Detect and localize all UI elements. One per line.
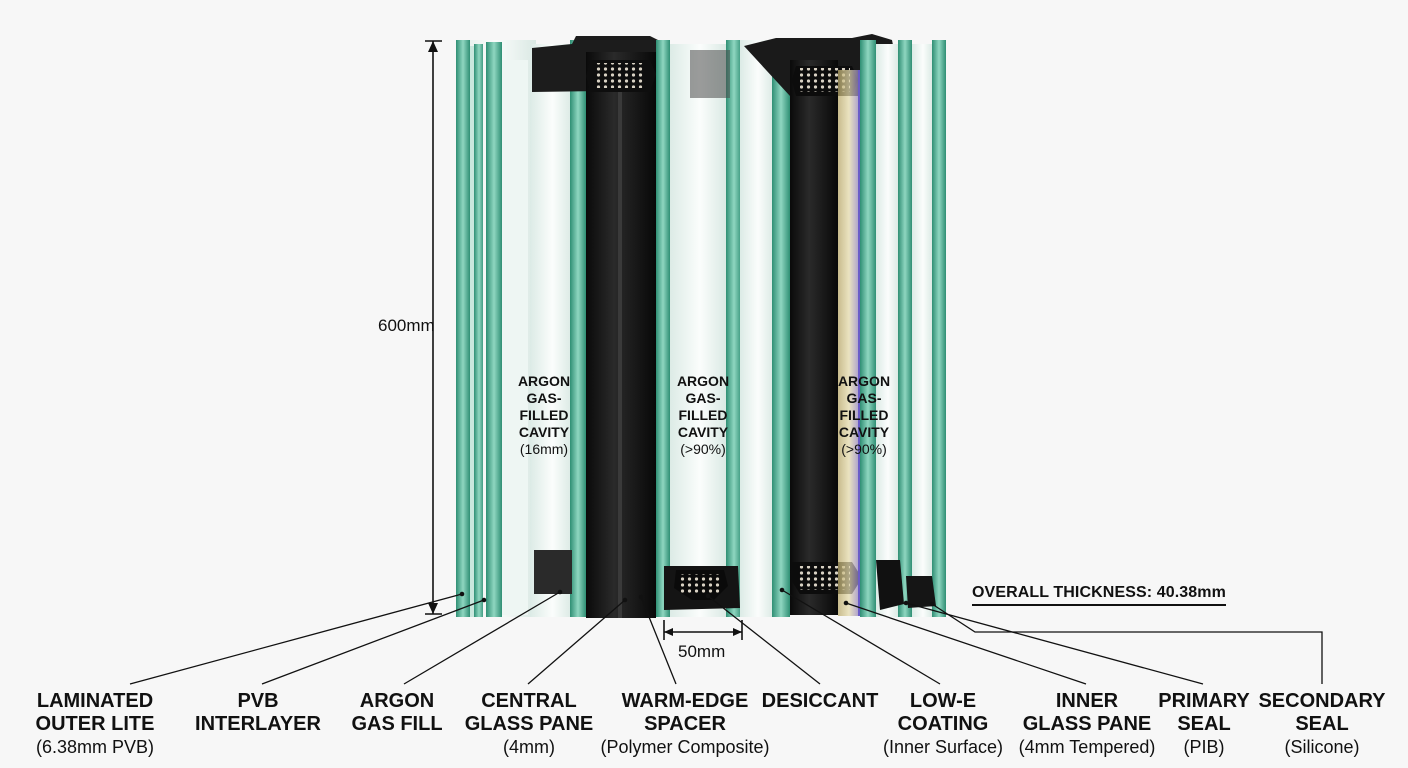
label-central-glass-pane: CENTRAL GLASS PANE (4mm) [464,690,594,759]
label-low-e-coating: LOW-E COATING (Inner Surface) [876,690,1010,759]
label-sub: (Inner Surface) [882,737,1004,757]
cavity-1-line-2: GAS- [526,390,562,406]
label-inner-glass-pane: INNER GLASS PANE (4mm Tempered) [1012,690,1162,759]
label-line-1: DESICCANT [761,690,879,712]
cavity-3-line-1: ARGON [837,373,891,389]
label-desiccant: DESICCANT [760,690,880,713]
leader-argon-gas-fill [403,591,561,685]
cavity-3-sub: (>90%) [841,441,887,457]
label-sub: (Polymer Composite) [600,737,770,757]
leader-desiccant [707,595,821,685]
label-line-2: GLASS PANE [464,713,594,735]
label-line-1: PRIMARY [1158,690,1250,712]
label-line-2: INTERLAYER [195,713,321,735]
label-line-1: LAMINATED [36,690,154,712]
leader-laminated-outer-lite [129,593,463,685]
desiccant-top [586,60,656,92]
cavity-label-1: ARGON GAS- FILLED CAVITY (16mm) [499,373,589,458]
label-line-1: SECONDARY [1258,690,1386,712]
spacer-bottom [664,566,740,610]
secondary-seal [906,576,936,608]
cavity-3-line-4: CAVITY [838,424,890,440]
cavity-2-line-3: FILLED [678,407,728,423]
label-secondary-seal: SECONDARY SEAL (Silicone) [1256,690,1388,759]
cavity-2-line-2: GAS- [685,390,721,406]
label-line-1: CENTRAL [481,690,577,712]
leader-secondary-seal [931,603,1323,684]
leader-primary-seal [905,602,1204,685]
height-dimension [425,40,442,615]
leader-lines [129,589,1323,685]
label-primary-seal: PRIMARY SEAL (PIB) [1156,690,1252,759]
overall-thickness-label: OVERALL THICKNESS: 40.38mm [972,584,1226,606]
label-line-2: GAS FILL [351,713,443,735]
label-line-2: SPACER [644,713,726,735]
cavity-2-sub: (>90%) [680,441,726,457]
label-line-1: WARM-EDGE [621,690,749,712]
inner-glass-pane [860,40,946,617]
label-line-2: SEAL [1295,713,1349,735]
label-line-1: PVB [237,690,279,712]
cavity-2-line-1: ARGON [676,373,730,389]
leader-dots [459,587,935,607]
label-sub: (Silicone) [1284,737,1360,757]
cavity-1-line-4: CAVITY [518,424,570,440]
leader-warm-edge-spacer [640,596,677,685]
label-line-2: COATING [897,713,989,735]
cavity-3-line-2: GAS- [846,390,882,406]
label-sub: (4mm) [503,737,555,757]
primary-seal [876,560,904,610]
label-argon-gas-fill: ARGON GAS FILL [344,690,450,736]
spacer-width-label: 50mm [678,642,726,661]
height-dimension-label: 600mm [378,316,435,335]
middle-glass-pane [656,40,742,617]
label-line-2: SEAL [1177,713,1231,735]
label-line-1: LOW-E [909,690,977,712]
label-line-1: ARGON [359,690,435,712]
spacer-width-dimension [663,620,743,640]
cavity-1-line-1: ARGON [517,373,571,389]
leader-pvb-interlayer [261,599,485,685]
label-laminated-outer-lite: LAMINATED OUTER LITE (6.38mm PVB) [20,690,170,759]
cavity-3-line-3: FILLED [839,407,889,423]
label-warm-edge-spacer: WARM-EDGE SPACER (Polymer Composite) [594,690,776,759]
laminated-outer-lite [456,40,536,617]
leader-central-glass-pane [527,599,626,685]
low-e-coating-layer [838,70,860,616]
label-sub: (6.38mm PVB) [35,737,155,757]
right-outer-glass [740,40,790,617]
label-sub: (PIB) [1183,737,1225,757]
cavity-1-sub: (16mm) [519,441,569,457]
label-line-1: INNER [1055,690,1119,712]
cavity-2-line-4: CAVITY [677,424,729,440]
cavity-1-line-3: FILLED [519,407,569,423]
label-line-2: GLASS PANE [1022,713,1152,735]
label-pvb-interlayer: PVB INTERLAYER [192,690,324,736]
cavity-label-2: ARGON GAS- FILLED CAVITY (>90%) [658,373,748,458]
central-glass-pane [530,40,586,617]
label-sub: (4mm Tempered) [1018,737,1156,757]
leader-inner-glass-pane [845,602,1087,685]
leader-low-e-coating [781,589,941,685]
pvb-interlayer [483,44,486,617]
cavity-label-3: ARGON GAS- FILLED CAVITY (>90%) [819,373,909,458]
label-line-2: OUTER LITE [35,713,155,735]
